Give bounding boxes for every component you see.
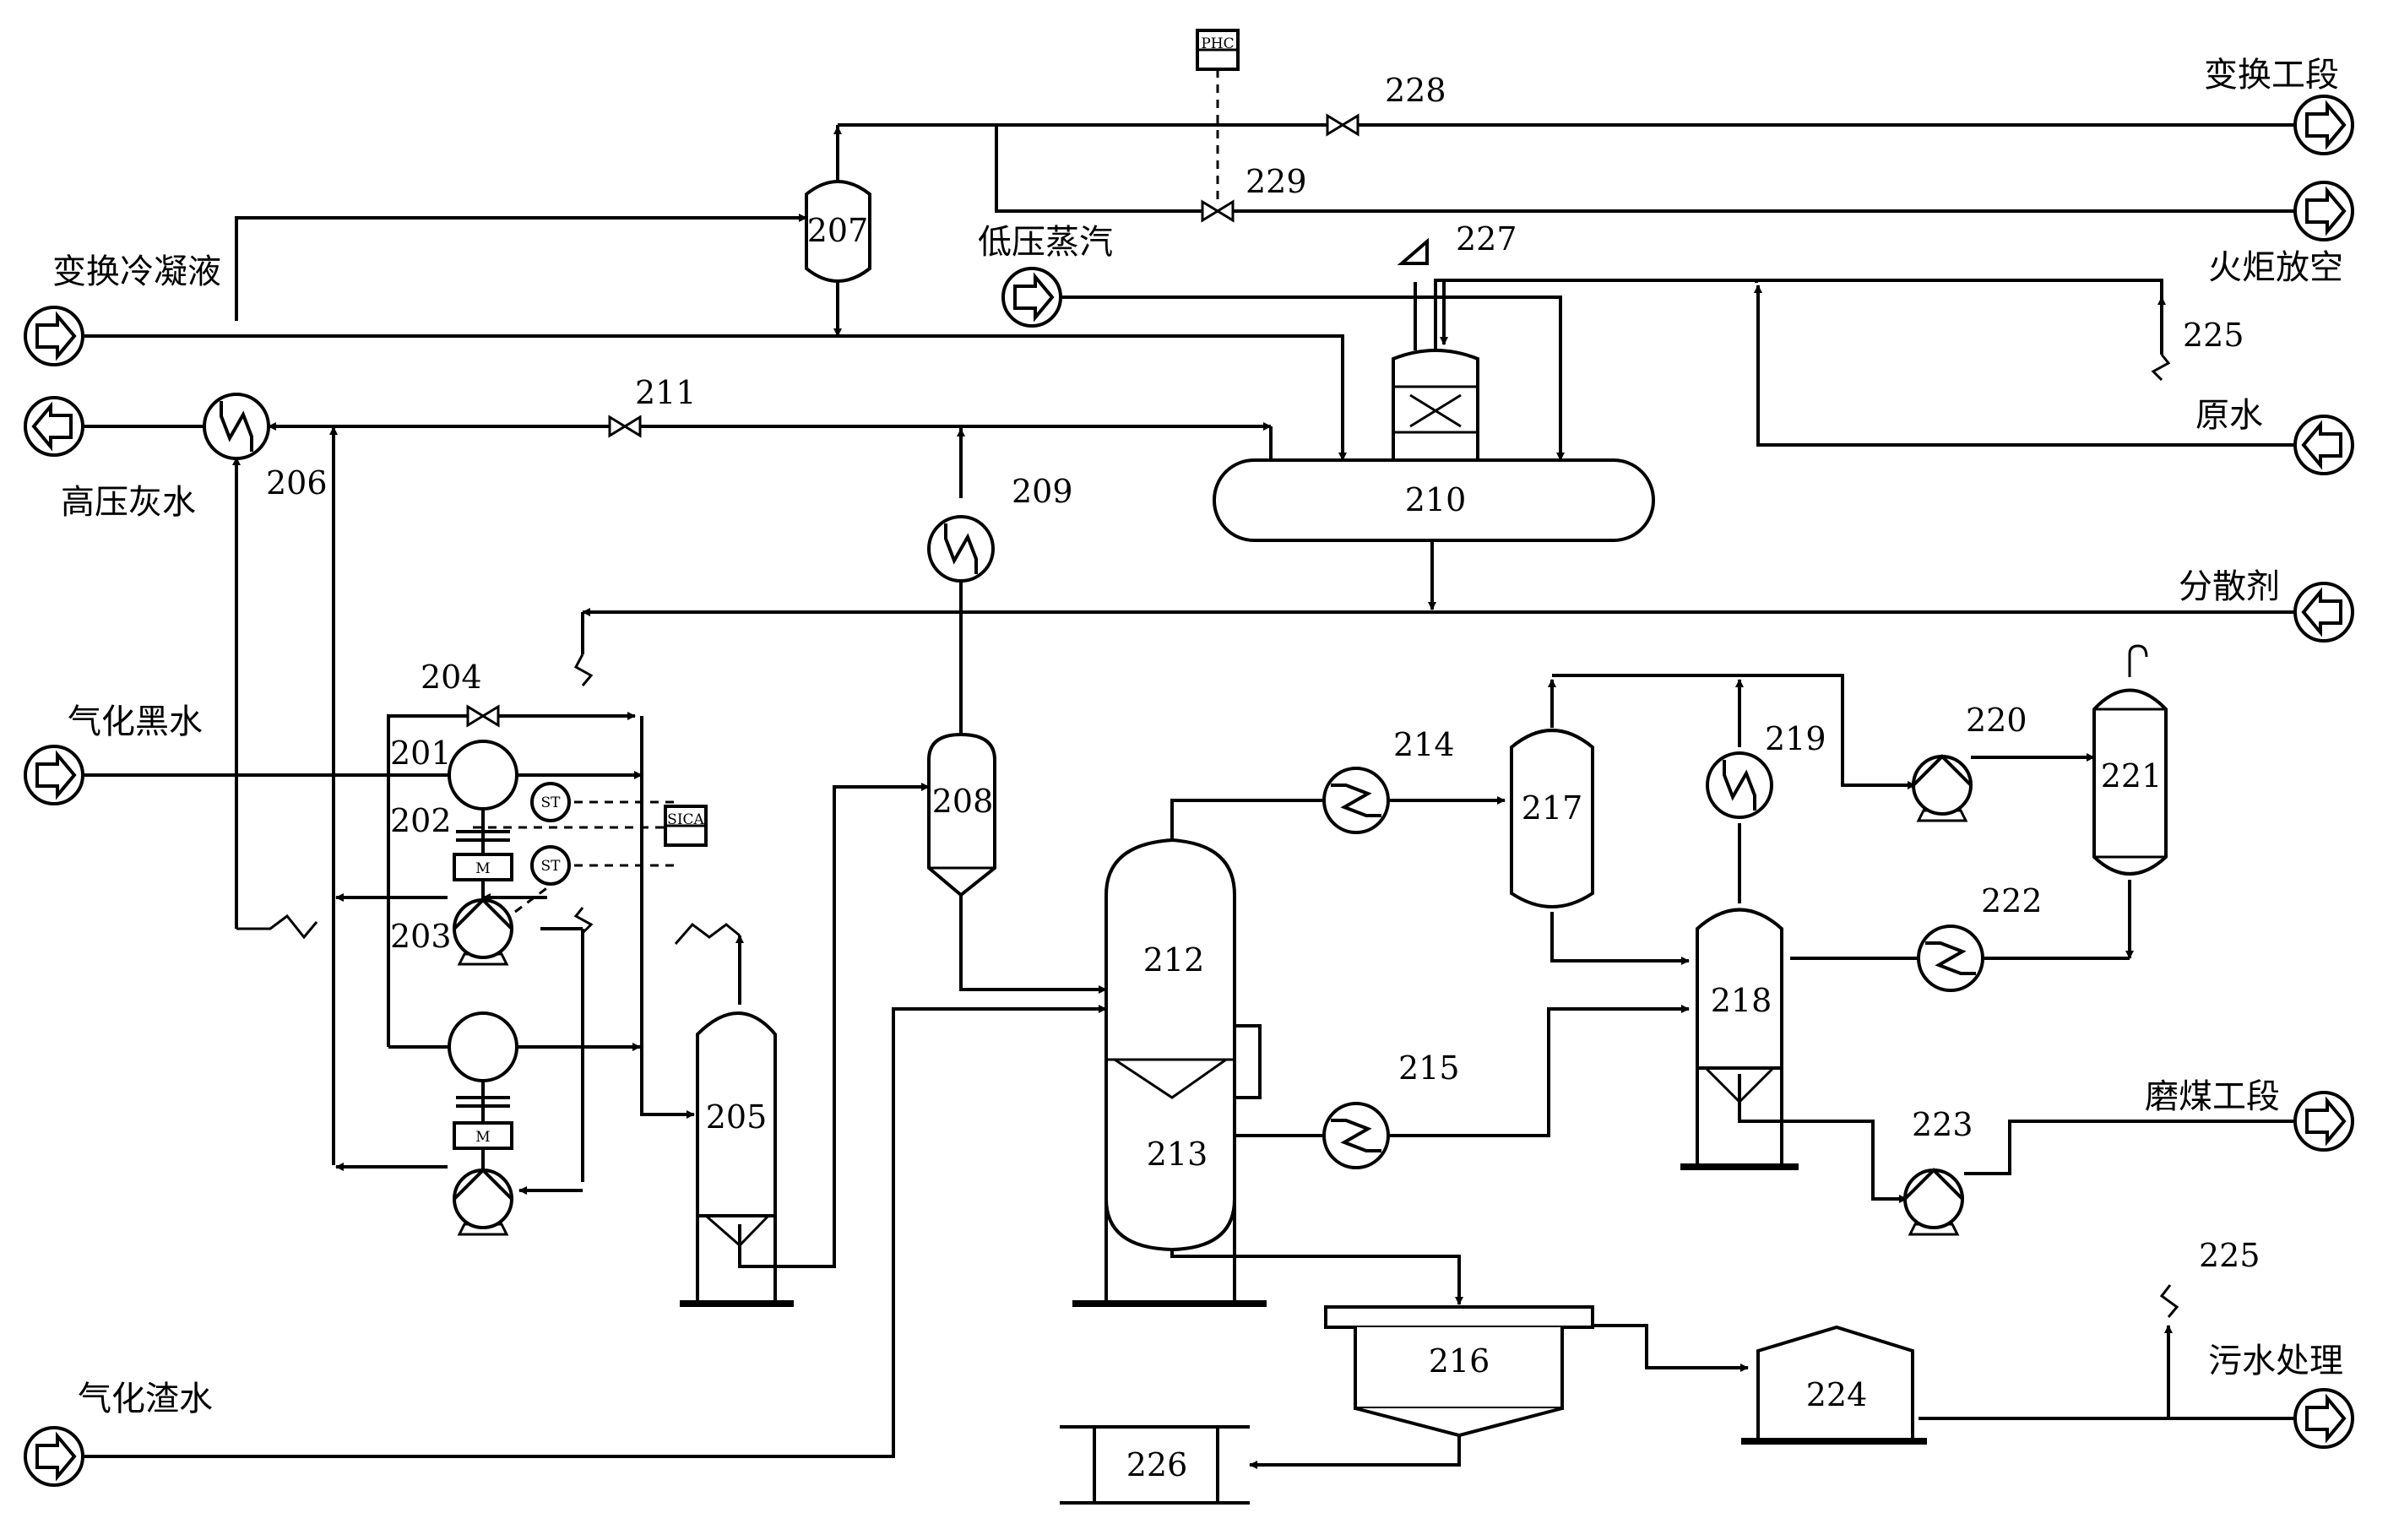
connector-sewage <box>2293 1388 2354 1449</box>
label-222: 222 <box>1981 882 2043 919</box>
label-211: 211 <box>635 374 697 411</box>
svg-text:PHC: PHC <box>1201 35 1234 52</box>
connector-raw-water <box>2293 415 2354 475</box>
label-coal-grinding: 磨煤工段 <box>2145 1077 2280 1116</box>
label-grey-water: 高压灰水 <box>61 483 196 522</box>
label-212: 212 <box>1143 941 1205 979</box>
motor-2: M <box>453 1121 513 1150</box>
connector-shift-section <box>2293 95 2354 155</box>
vessel-217: 217 <box>1510 729 1594 908</box>
label-217: 217 <box>1522 789 1583 827</box>
valve-204 <box>466 705 500 727</box>
label-201: 201 <box>390 735 452 772</box>
equipment: 207 210 208 205 <box>203 29 2168 1505</box>
svg-text:M: M <box>475 860 490 877</box>
label-black-water: 气化黑水 <box>68 702 203 741</box>
label-216: 216 <box>1429 1342 1490 1380</box>
gearbox-201b <box>448 1011 518 1082</box>
thickener-216: 216 <box>1324 1305 1594 1438</box>
valve-211 <box>608 415 642 437</box>
label-210: 210 <box>1405 481 1467 518</box>
label-218: 218 <box>1711 982 1772 1019</box>
connector-slag-water <box>24 1426 84 1487</box>
connector-flare <box>2293 181 2354 241</box>
connector-black-water <box>24 745 84 805</box>
column-212-213: 212 213 <box>1072 838 1267 1307</box>
vessel-218: 218 <box>1680 908 1799 1170</box>
label-206: 206 <box>266 464 328 502</box>
pump-203b <box>453 1169 513 1236</box>
motor-1: M <box>453 853 513 881</box>
label-220: 220 <box>1966 702 2027 739</box>
filter-226: 226 <box>1060 1425 1250 1505</box>
label-229: 229 <box>1246 163 1307 200</box>
exchanger-214 <box>1322 767 1390 834</box>
label-223: 223 <box>1912 1106 1973 1143</box>
svg-text:ST: ST <box>541 858 562 875</box>
label-221: 221 <box>2101 757 2163 794</box>
label-214: 214 <box>1393 726 1455 763</box>
label-dispersant: 分散剂 <box>2179 567 2280 606</box>
valve-228 <box>1326 114 1360 136</box>
label-208: 208 <box>932 783 994 820</box>
label-205: 205 <box>706 1098 768 1136</box>
exchanger-209 <box>927 515 995 583</box>
stream-labels: 变换工段 火炬放空 变换冷凝液 低压蒸汽 高压灰水 原水 分散剂 气化黑水 磨煤… <box>52 56 2343 1418</box>
label-flare-vent: 火炬放空 <box>2208 248 2343 287</box>
label-225-top: 225 <box>2183 317 2244 354</box>
label-raw-water: 原水 <box>2195 396 2263 435</box>
connector-dispersant <box>2293 582 2354 643</box>
label-slag-water: 气化渣水 <box>78 1380 213 1418</box>
valve-229 <box>1201 200 1235 222</box>
connector-grey-water <box>24 396 84 457</box>
label-213: 213 <box>1147 1136 1208 1173</box>
connector-shift-condensate <box>24 306 84 366</box>
label-204: 204 <box>421 659 482 696</box>
label-215: 215 <box>1398 1049 1460 1087</box>
piping <box>84 69 2293 1469</box>
svg-text:M: M <box>475 1129 490 1146</box>
equipment-numbers: 228 229 227 225 211 206 209 204 201 202 … <box>266 72 2260 1274</box>
drum-210: 210 <box>1213 349 1655 542</box>
vessel-205: 205 <box>680 1011 794 1307</box>
exchanger-222 <box>1917 925 1984 992</box>
vent-tip-227 <box>1397 237 1429 265</box>
label-sewage: 污水处理 <box>2208 1342 2343 1380</box>
vessel-208: 208 <box>927 732 996 897</box>
exchanger-206 <box>203 393 270 460</box>
label-202: 202 <box>390 802 452 839</box>
label-shift-condensate: 变换冷凝液 <box>52 252 221 291</box>
exchanger-215 <box>1322 1102 1390 1169</box>
exchanger-219 <box>1706 751 1773 819</box>
vessel-207: 207 <box>805 180 871 283</box>
instrument-st-1: ST <box>530 782 571 822</box>
instrument-sica: SICA <box>664 805 708 847</box>
pump-203 <box>453 898 513 966</box>
label-219: 219 <box>1765 720 1826 757</box>
label-227: 227 <box>1456 220 1517 258</box>
label-shift-section: 变换工段 <box>2204 56 2339 95</box>
label-226: 226 <box>1126 1446 1188 1483</box>
offpage-connectors <box>24 95 2354 1487</box>
label-209: 209 <box>1012 473 1073 510</box>
instrument-phc: PHC <box>1196 29 1240 71</box>
tank-224: 224 <box>1741 1325 1927 1445</box>
instrument-st-2: ST <box>530 845 571 886</box>
label-225-bottom: 225 <box>2199 1237 2260 1274</box>
pump-223 <box>1903 1169 1964 1236</box>
connector-coal-grinding <box>2293 1091 2354 1152</box>
label-lp-steam: 低压蒸汽 <box>978 223 1113 262</box>
pump-220 <box>1912 755 1973 822</box>
gearbox-201 <box>448 740 518 811</box>
svg-text:SICA: SICA <box>667 811 704 828</box>
svg-text:ST: ST <box>541 794 562 811</box>
label-228: 228 <box>1385 72 1446 109</box>
label-207: 207 <box>807 212 869 249</box>
connector-lp-steam <box>1001 267 1062 328</box>
vessel-221: 221 <box>2092 688 2168 876</box>
label-203: 203 <box>390 918 452 955</box>
label-224: 224 <box>1806 1376 1868 1413</box>
